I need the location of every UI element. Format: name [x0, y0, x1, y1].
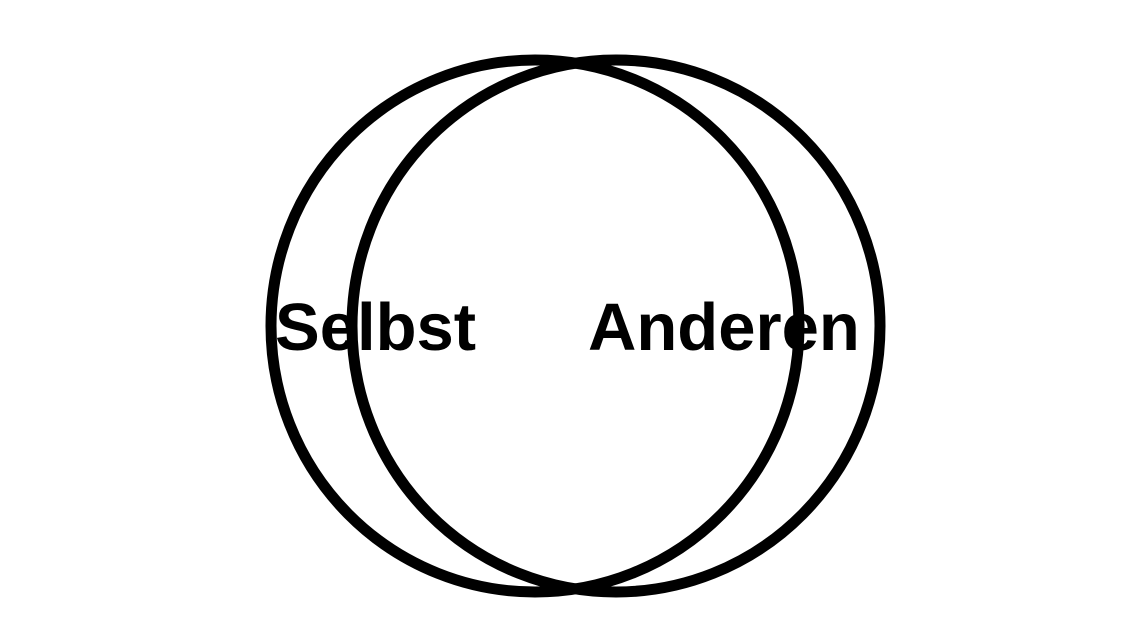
venn-label-anderen: Anderen — [588, 290, 860, 365]
venn-circle-anderen — [346, 54, 886, 598]
venn-circle-selbst — [265, 54, 805, 598]
venn-label-selbst: Selbst — [275, 290, 476, 365]
